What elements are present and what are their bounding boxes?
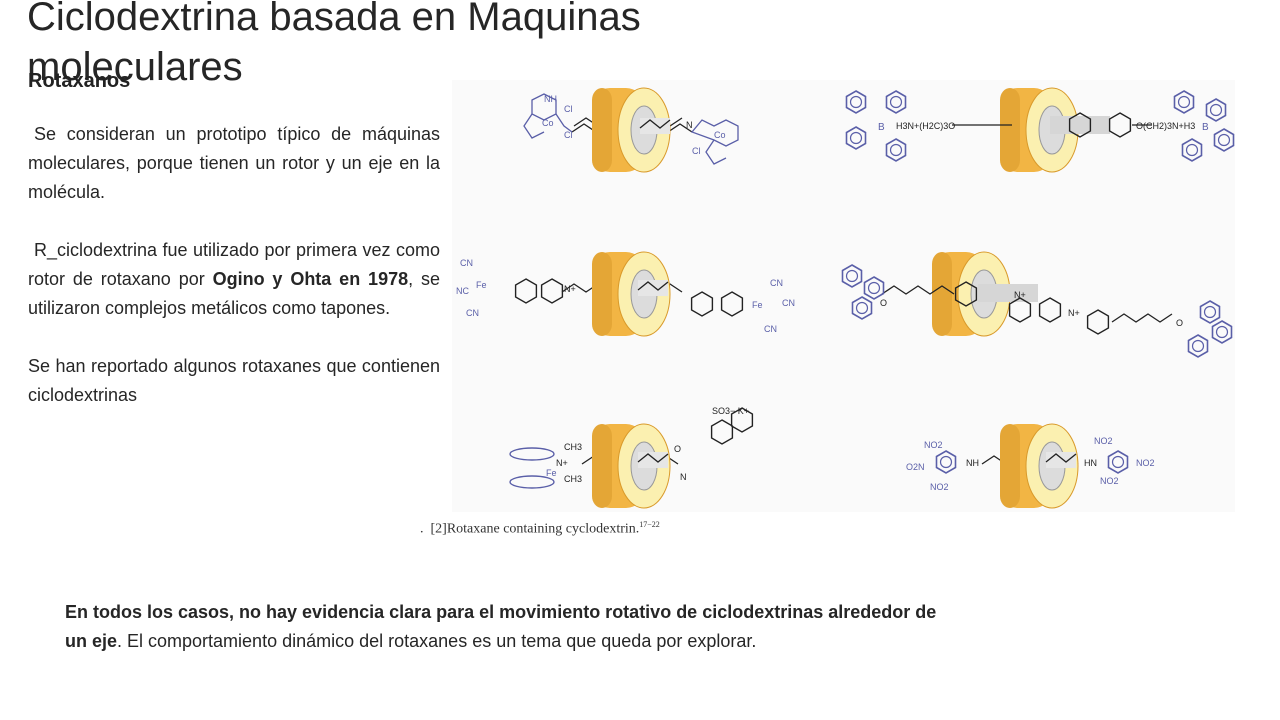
label-r6-no2-top-right: NO2 [1094,436,1113,446]
conclusion-bold: En todos los casos, no hay evidencia cla… [65,602,937,651]
label-r6-nh-left: NH [966,458,979,468]
label-r4-o-right: O [1176,318,1183,328]
label-r5-so3: SO3− K+ [712,406,749,416]
caption-refs: 17−22 [639,520,660,529]
label-r3-cn-right-bottom: CN [764,324,777,334]
rotaxane-figure-svg: NH Cl Co Cl N Co Cl H3N+(H2C)3O O(CH2)3N… [456,87,1235,509]
label-r1-nh: NH [544,94,557,104]
caption-text: [2]Rotaxane containing cyclodextrin. [430,521,640,537]
label-r1-co-left: Co [542,118,554,128]
paragraph-3: Se han reportado algunos rotaxanes que c… [28,356,440,405]
label-r2-chain-right: O(CH2)3N+H3 [1136,121,1195,131]
rotaxane-figure: NH Cl Co Cl N Co Cl H3N+(H2C)3O O(CH2)3N… [452,80,1235,512]
label-r3-cn-right-top: CN [770,278,783,288]
label-r5-n-plus: N+ [556,458,568,468]
conclusion-text: En todos los casos, no hay evidencia cla… [65,598,945,656]
label-r1-cl: Cl [564,104,573,114]
rotaxane-borate: H3N+(H2C)3O O(CH2)3N+H3 B B [845,87,1235,173]
label-r4-o-left: O [880,298,887,308]
label-r5-fe: Fe [546,468,557,478]
label-r1-cl2: Cl [564,130,573,140]
rotaxane-ferrocene: Fe CH3 N+ CH3 O N SO3− K+ [509,406,754,509]
label-r4-n-plus-right: N+ [1014,290,1026,300]
label-r3-fe-left: Fe [476,280,487,290]
label-r6-no2-bottom-right: NO2 [1100,476,1119,486]
paragraph-2-end: , se utilizaron complejos metálicos como… [28,269,440,318]
body-text: Se consideran un prototipo típico de máq… [28,120,440,410]
label-r1-cl-right: Cl [692,146,701,156]
figure-caption: . [2]Rotaxane containing cyclodextrin.17… [420,520,660,538]
label-r3-fe-right: Fe [752,300,763,310]
paragraph-2: R_ciclodextrina fue utilizado por primer… [28,236,440,323]
label-r3-cn-bottom: CN [466,308,479,318]
label-r3-n-plus: N+ [564,284,576,294]
rotaxane-ferrocyanide: CN NC Fe CN N+ Fe CN CN CN [456,251,795,337]
label-r2-b-right: B [1202,122,1209,133]
label-r3-nc: NC [456,286,469,296]
label-r3-cn-right: CN [782,298,795,308]
label-r6-no2-bottom-left: NO2 [930,482,949,492]
label-r2-chain-left: H3N+(H2C)3O [896,121,955,131]
paragraph-2-start: R_ciclodextrina fue utilizado por primer… [28,240,440,289]
rotaxane-viologen: N+ N+ O O [841,251,1233,358]
label-r4-n-plus-left: N+ [1068,308,1080,318]
label-r2-b-left: B [878,122,885,133]
label-r5-o: O [674,444,681,454]
slide-title: Ciclodextrina basada en Maquinas molecul… [27,0,641,89]
rotaxane-dinitrophenyl: NO2 O2N NH NO2 NO2 HN NO2 NO2 [906,423,1155,509]
label-r1-n: N [686,120,693,130]
label-r1-co-right: Co [714,130,726,140]
label-r5-nh: N [680,472,687,482]
label-r6-o2n: O2N [906,462,925,472]
label-r3-cn-top: CN [460,258,473,268]
label-r5-ch3-top: CH3 [564,442,582,452]
paragraph-1: Se consideran un prototipo típico de máq… [28,124,440,202]
rotaxane-co-complex: NH Cl Co Cl N Co Cl [523,87,739,173]
label-r5-ch3-bottom: CH3 [564,474,582,484]
label-r6-hn: HN [1084,458,1097,468]
label-r6-no2-top-left: NO2 [924,440,943,450]
paragraph-2-authors: Ogino y Ohta en 1978 [212,269,409,289]
caption-prefix: . [420,521,424,537]
slide-subtitle: Rotaxanos [28,70,131,92]
conclusion-rest: . El comportamiento dinámico del rotaxan… [117,631,757,651]
label-r6-no2-right: NO2 [1136,458,1155,468]
